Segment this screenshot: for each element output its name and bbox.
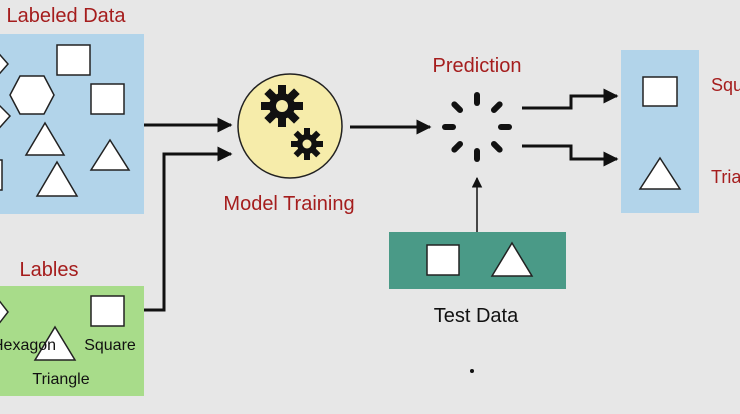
prediction-group: Prediction	[433, 55, 522, 162]
large-gear-icon	[261, 85, 303, 127]
hexagon-shape	[0, 104, 12, 129]
model-training-group: Model Training	[223, 73, 355, 215]
label-triangle-text: Triangle	[32, 371, 89, 388]
test-data-group: Test Data	[389, 176, 566, 373]
gears-icon	[261, 85, 323, 160]
outputs-group: Square Triangle	[621, 50, 740, 213]
prediction-title: Prediction	[433, 55, 522, 77]
hexagon-shape	[9, 75, 55, 115]
labels-group: Lables Hexagon Square Triangle	[0, 259, 144, 396]
square-shape	[0, 159, 3, 191]
square-shape	[90, 83, 125, 115]
label-hexagon-text: Hexagon	[0, 337, 56, 354]
small-gear-icon	[291, 128, 323, 160]
labeled-data-group: Labeled Data	[0, 5, 144, 214]
output-triangle-label: Triangle	[711, 167, 740, 187]
triangle-shape	[24, 121, 66, 156]
labels-title: Lables	[20, 259, 79, 281]
model-training-title: Model Training	[223, 193, 354, 215]
square-shape	[56, 44, 91, 76]
label-square-text: Square	[84, 337, 136, 354]
triangle-shape	[89, 138, 131, 171]
triangle-shape	[33, 325, 77, 361]
hexagon-shape	[0, 53, 9, 75]
hexagon-shape	[0, 300, 9, 324]
arrow-prediction-to-square	[522, 88, 619, 110]
dot-mark	[470, 369, 474, 373]
triangle-shape	[490, 241, 534, 277]
arrow-labels-to-training	[144, 146, 233, 312]
square-shape	[90, 295, 125, 327]
test-data-title: Test Data	[434, 305, 519, 327]
model-training-circle	[237, 73, 343, 179]
output-triangle-shape	[638, 156, 682, 190]
square-shape	[426, 244, 460, 276]
labeled-data-title: Labeled Data	[7, 5, 127, 27]
output-square-label: Square	[711, 75, 740, 95]
output-square-shape	[642, 76, 678, 107]
arrow-prediction-to-triangle	[522, 144, 619, 167]
spinner-icon	[442, 92, 512, 162]
triangle-shape	[35, 160, 79, 197]
test-data-panel	[389, 232, 566, 289]
